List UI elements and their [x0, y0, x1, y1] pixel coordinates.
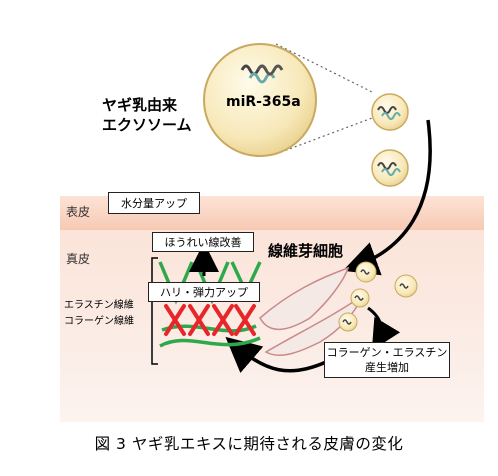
collagen-x-marks	[164, 304, 256, 336]
elasticity-box: ハリ・弾力アップ	[148, 282, 260, 302]
delivery-arrow	[342, 119, 432, 276]
exosome-label: miR-365a	[226, 94, 301, 110]
epidermis-label: 表皮	[66, 205, 91, 219]
production-box-line2: 産生増加	[365, 361, 409, 374]
production-box: コラーゲン・エラスチン 産生増加	[324, 342, 450, 378]
return-arrow	[225, 336, 327, 373]
small-exosome-2	[371, 149, 409, 187]
small-exosome-1	[371, 93, 409, 131]
source-label-line2: エクソソーム	[102, 116, 192, 134]
dermis-label: 真皮	[66, 252, 91, 266]
wrinkle-box: ほうれい線改善	[152, 232, 254, 252]
fibroblast-exosomes	[338, 261, 418, 332]
fiber-label-collagen: コラーゲン線維	[64, 316, 134, 327]
fiber-label-elastin: エラスチン線維	[64, 300, 134, 311]
figure-caption: 図 3 ヤギ乳エキスに期待される皮膚の変化	[94, 435, 404, 453]
mirna-strands-icon	[240, 64, 284, 84]
fibroblast-label: 線維芽細胞	[268, 242, 344, 260]
large-exosome	[203, 43, 317, 157]
zoom-line-bottom	[275, 117, 373, 155]
fibroblast-cells	[259, 266, 364, 356]
fiber-bracket	[151, 257, 158, 365]
production-arrow	[367, 306, 401, 351]
elastin-fibers	[158, 261, 262, 348]
source-label-line1: ヤギ乳由来	[102, 96, 178, 114]
moisture-box: 水分量アップ	[108, 192, 200, 214]
production-box-line1: コラーゲン・エラスチン	[326, 346, 448, 359]
